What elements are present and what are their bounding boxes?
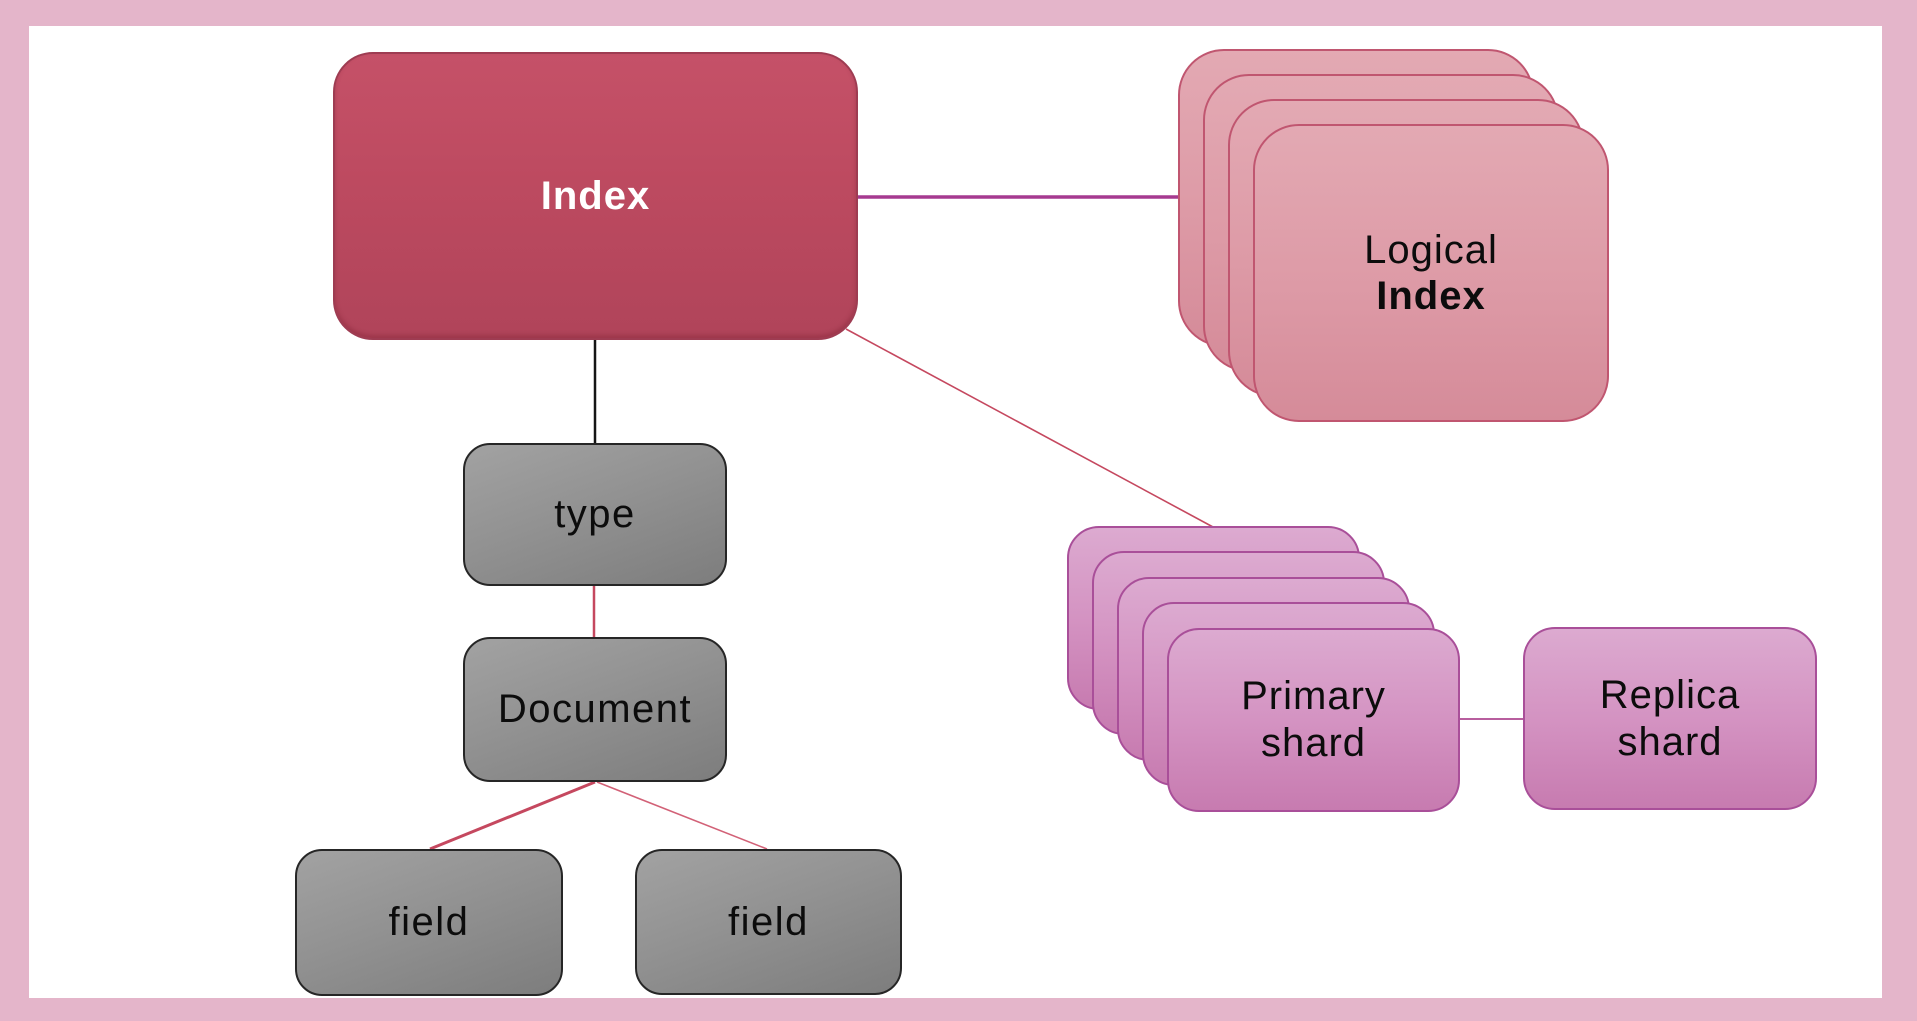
node-field-right: field <box>635 849 902 995</box>
node-primary-shard: Primary shard <box>1167 628 1460 812</box>
node-type-label: type <box>554 492 636 536</box>
node-primary-shard-label-line1: Primary <box>1241 674 1386 718</box>
node-replica-shard: Replica shard <box>1523 627 1817 810</box>
node-document: Document <box>463 637 727 782</box>
node-type: type <box>463 443 727 586</box>
node-logical-index-label-line1: Logical <box>1364 228 1498 272</box>
node-replica-shard-label-line2: shard <box>1617 719 1723 764</box>
node-logical-index-label-line2: Index <box>1376 274 1486 318</box>
node-field-left: field <box>295 849 563 996</box>
node-index-label: Index <box>540 173 651 218</box>
node-field-right-label: field <box>728 899 809 944</box>
node-logical-index: Logical Index <box>1253 124 1609 422</box>
node-replica-shard-label-line1: Replica <box>1599 672 1741 717</box>
node-primary-shard-label-line2: shard <box>1260 721 1367 765</box>
node-document-label: Document <box>497 687 693 731</box>
node-index: Index <box>333 52 858 340</box>
node-field-left-label: field <box>388 900 470 944</box>
